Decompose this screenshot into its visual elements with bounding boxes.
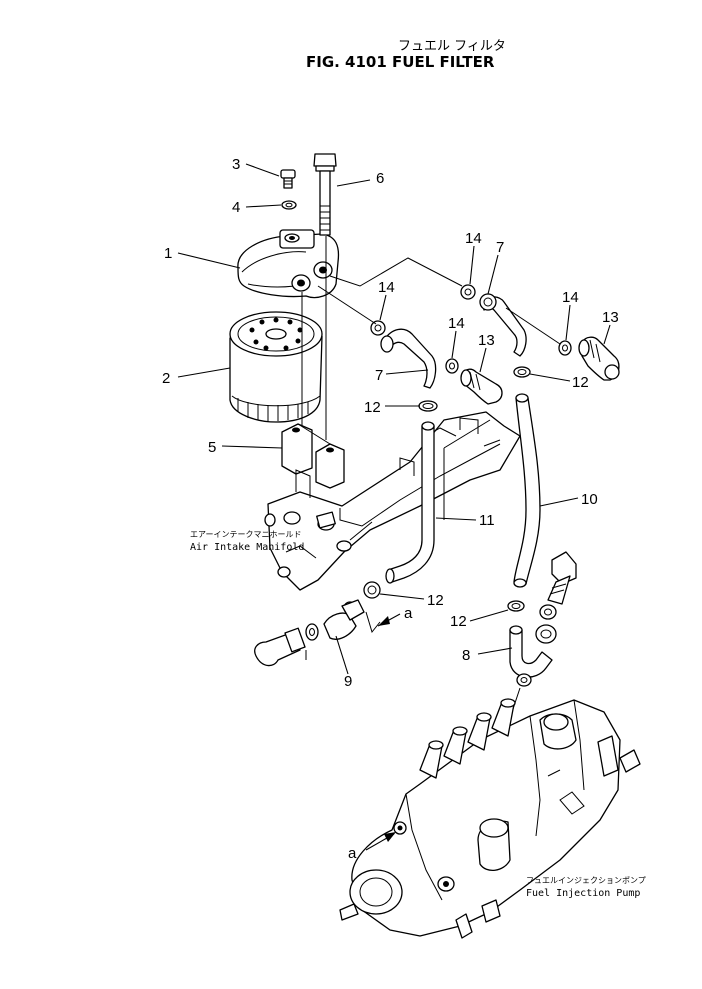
clamp-12b bbox=[513, 366, 531, 378]
washer-14c bbox=[445, 358, 459, 374]
callout-12c: 12 bbox=[427, 592, 444, 609]
callout-14c: 14 bbox=[378, 279, 395, 296]
callout-13b: 13 bbox=[602, 309, 619, 326]
callout-12d: 12 bbox=[450, 613, 467, 630]
washer-14d bbox=[558, 340, 572, 356]
clamp-12c bbox=[363, 581, 381, 599]
washer-14a bbox=[460, 284, 476, 300]
manifold-caption-jp: エアーインテークマニホールド bbox=[190, 530, 302, 539]
callout-11: 11 bbox=[479, 512, 495, 529]
elbow-8 bbox=[509, 604, 557, 687]
banjo-bolt-13-right bbox=[578, 336, 620, 381]
pump-caption-jp: フュエルインジェクションポンプ bbox=[526, 876, 646, 885]
clamp-12d bbox=[507, 600, 525, 612]
clamp-12a bbox=[418, 400, 438, 412]
bracket-5 bbox=[281, 423, 345, 489]
callout-2: 2 bbox=[162, 370, 170, 387]
callout-3: 3 bbox=[232, 156, 240, 173]
callout-12a: 12 bbox=[364, 399, 381, 416]
callout-14b: 14 bbox=[448, 315, 465, 332]
callout-4: 4 bbox=[232, 199, 240, 216]
fuel-pipe-7-left bbox=[380, 328, 437, 389]
elbow-bolt bbox=[547, 551, 577, 605]
hose-10 bbox=[513, 393, 541, 588]
callout-7b: 7 bbox=[375, 367, 383, 384]
pump-caption-en: Fuel Injection Pump bbox=[526, 888, 640, 899]
fuel-pipe-7-right bbox=[479, 293, 527, 357]
manifold-caption-en: Air Intake Manifold bbox=[190, 542, 304, 553]
air-intake-manifold bbox=[264, 411, 521, 591]
callout-5: 5 bbox=[208, 439, 216, 456]
page-title: FIG. 4101 FUEL FILTER bbox=[306, 53, 495, 71]
title-japanese: フュエル フィルタ bbox=[398, 39, 506, 54]
washer-4 bbox=[281, 200, 297, 210]
banjo-bolt-13-left bbox=[460, 368, 503, 405]
view-marker-upper: a bbox=[404, 605, 413, 622]
callout-12b: 12 bbox=[572, 374, 589, 391]
callout-7a: 7 bbox=[496, 239, 504, 256]
bolt-6 bbox=[313, 153, 337, 236]
washer-14b bbox=[370, 320, 386, 336]
callout-14d: 14 bbox=[562, 289, 579, 306]
filter-head bbox=[237, 229, 340, 299]
hose-11 bbox=[385, 419, 491, 584]
fitting-9 bbox=[254, 599, 381, 667]
fuel-injection-pump bbox=[339, 698, 641, 939]
callout-14a: 14 bbox=[465, 230, 482, 247]
callout-10: 10 bbox=[581, 491, 598, 508]
callout-6: 6 bbox=[376, 170, 384, 187]
view-marker-lower: a bbox=[348, 845, 357, 862]
callout-1: 1 bbox=[164, 245, 172, 262]
callout-9: 9 bbox=[344, 673, 352, 690]
bolt-3 bbox=[280, 169, 296, 189]
filter-cartridge bbox=[229, 311, 323, 423]
callout-13a: 13 bbox=[478, 332, 495, 349]
callout-8: 8 bbox=[462, 647, 470, 664]
